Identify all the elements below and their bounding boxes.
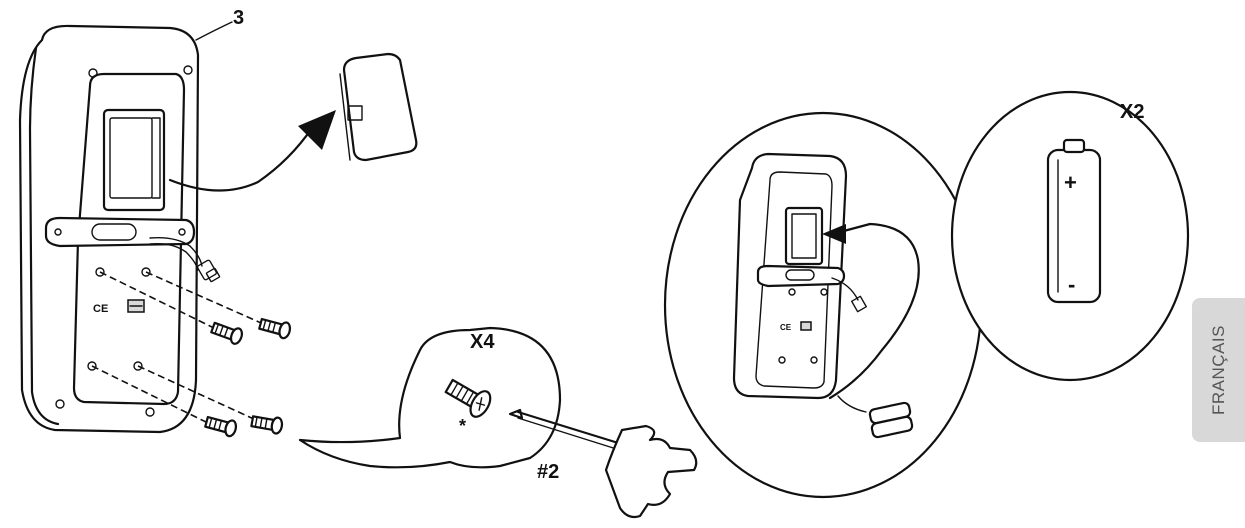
battery-minus-mark: - xyxy=(1068,272,1075,297)
battery-quantity-label: X2 xyxy=(1120,101,1144,123)
ce-mark-small: CE xyxy=(780,323,792,332)
part-number-label: 3 xyxy=(233,7,244,29)
battery-plus-mark: + xyxy=(1064,170,1077,195)
mounting-bracket xyxy=(44,216,196,248)
battery-callout: X2 + - xyxy=(950,90,1190,382)
battery-pack xyxy=(868,401,914,439)
screw-callout: X4 * xyxy=(298,326,562,469)
aa-battery: + - xyxy=(1046,138,1102,304)
remove-cover-arrow xyxy=(168,110,336,192)
battery-compartment xyxy=(102,108,166,212)
language-tab[interactable]: FRANÇAIS xyxy=(1192,298,1245,442)
screw-guide-lines xyxy=(91,271,269,425)
screw-quantity-label: X4 xyxy=(470,331,495,353)
screwdriver-size-label: #2 xyxy=(537,461,559,483)
battery-cover xyxy=(339,52,418,162)
screw-footnote-mark: * xyxy=(459,416,466,436)
ce-mark: CE xyxy=(93,303,108,315)
control-unit-back: CE xyxy=(18,24,221,434)
screwdriver xyxy=(508,408,698,519)
language-tab-label: FRANÇAIS xyxy=(1208,325,1228,415)
mounting-screws xyxy=(204,317,292,438)
battery-install-callout: CE xyxy=(663,111,983,499)
